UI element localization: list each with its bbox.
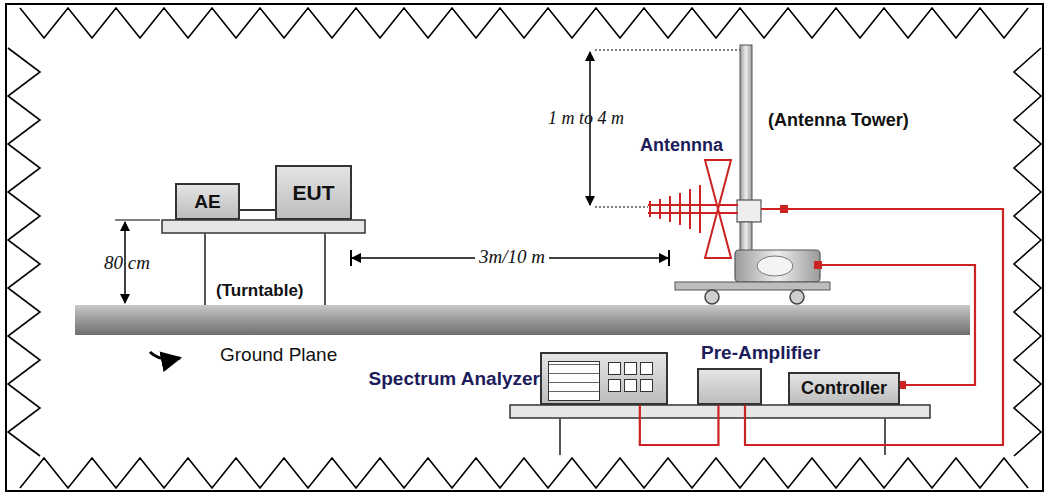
- part-name: Antennna: [640, 135, 723, 156]
- tower-base: [735, 250, 820, 282]
- log-periodic-antenna: [648, 185, 738, 233]
- dimension-tick: [668, 250, 670, 266]
- equipment-box: AE: [175, 183, 240, 220]
- dimension-label: 1 m to 4 m: [548, 108, 624, 129]
- part-name: (Antenna Tower): [768, 110, 909, 131]
- cable: [640, 405, 719, 445]
- dimension-tick: [115, 219, 160, 220]
- node-label: Spectrum Analyzer: [369, 368, 540, 390]
- equipment-bench: [510, 405, 930, 418]
- dimension-leader: [595, 206, 648, 207]
- connector: [780, 205, 788, 213]
- curved-arrow: [150, 352, 180, 359]
- antenna-mount: [737, 200, 761, 222]
- dimension-leader: [595, 49, 740, 50]
- dimension-label: 80 cm: [104, 252, 150, 274]
- absorber-cones: [8, 8, 1041, 488]
- instrument-box: Spectrum Analyzer: [540, 352, 668, 405]
- analyzer-button: [608, 362, 621, 375]
- analyzer-button: [640, 379, 653, 392]
- cable: [240, 209, 275, 211]
- rf-cable: [745, 209, 1003, 445]
- dimension-tick: [350, 250, 352, 266]
- wheel: [790, 290, 804, 304]
- chamber-wall: [6, 4, 1043, 491]
- bowtie-element: [705, 160, 731, 258]
- tower-motor: [757, 256, 793, 276]
- bench-leg: [884, 418, 886, 455]
- turntable-leg: [204, 233, 206, 305]
- analyzer-button: [640, 362, 653, 375]
- analyzer-screen: [548, 361, 600, 401]
- turntable-leg: [324, 233, 326, 305]
- node-label: Controller: [801, 378, 887, 399]
- ground-plane: [75, 305, 970, 335]
- node-label: Pre-Amplifier: [701, 342, 820, 364]
- dimension-label: 3m/10 m: [475, 246, 549, 268]
- wheel: [705, 290, 719, 304]
- tower-cart: [675, 282, 830, 290]
- instrument-box: Pre-Amplifier: [697, 368, 762, 405]
- height-dimension: [589, 52, 591, 205]
- turntable-top: [162, 220, 365, 233]
- tower-mast: [740, 45, 752, 205]
- connector: [814, 261, 822, 269]
- part-name: Ground Plane: [220, 344, 337, 366]
- analyzer-button: [624, 379, 637, 392]
- node-label: AE: [194, 191, 220, 213]
- part-name: (Turntable): [216, 281, 304, 301]
- bench-leg: [559, 418, 561, 455]
- node-label: EUT: [293, 181, 335, 205]
- equipment-box: EUT: [275, 165, 352, 220]
- analyzer-button: [608, 379, 621, 392]
- instrument-box: Controller: [788, 372, 900, 405]
- analyzer-button: [624, 362, 637, 375]
- tower-mast: [740, 222, 752, 252]
